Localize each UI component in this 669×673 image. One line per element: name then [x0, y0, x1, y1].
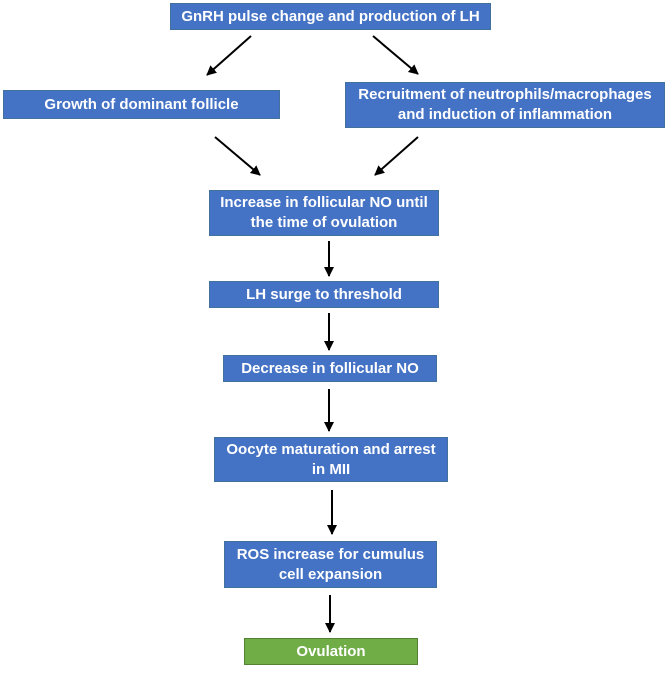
node-oocyte-maturation: Oocyte maturation and arrest in MII: [214, 437, 448, 482]
node-growth-dominant-follicle: Growth of dominant follicle: [3, 90, 280, 119]
arrow-growth-to-increase-no: [214, 136, 261, 176]
node-ovulation: Ovulation: [244, 638, 418, 665]
node-gnrh-pulse: GnRH pulse change and production of LH: [170, 3, 491, 30]
arrow-gnrh-to-recruitment: [372, 35, 419, 75]
node-lh-surge: LH surge to threshold: [209, 281, 439, 308]
node-decrease-follicular-no: Decrease in follicular NO: [223, 355, 437, 382]
node-ros-increase: ROS increase for cumulus cell expansion: [224, 541, 437, 588]
arrow-recruitment-to-increase-no: [374, 136, 419, 176]
arrow-gnrh-to-growth: [206, 35, 252, 76]
node-recruitment-inflammation: Recruitment of neutrophils/macrophages a…: [345, 82, 665, 128]
node-increase-follicular-no: Increase in follicular NO until the time…: [209, 190, 439, 236]
